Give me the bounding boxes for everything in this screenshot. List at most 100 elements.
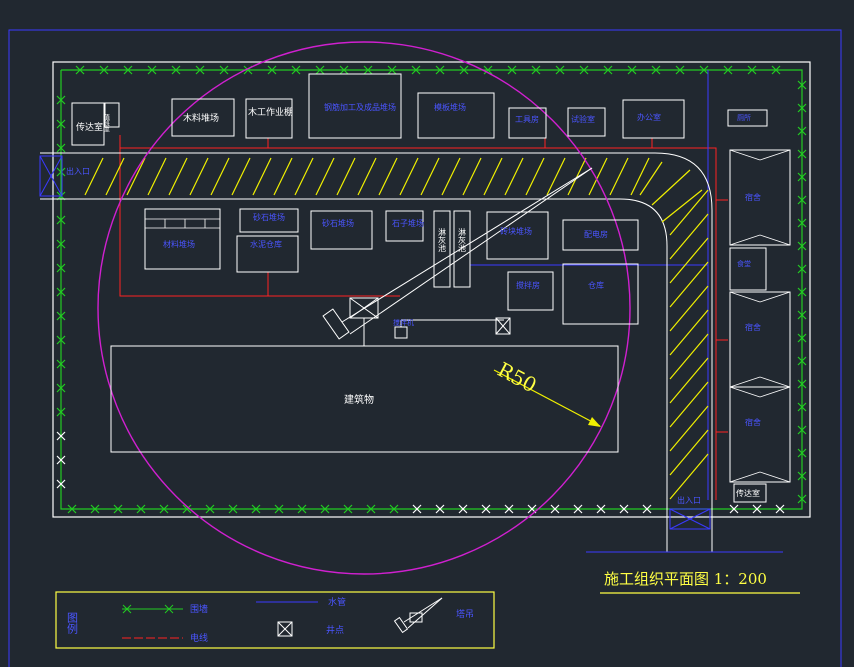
crane-radius-circle xyxy=(97,41,631,575)
hatch-line xyxy=(105,157,125,196)
fence-x-mark xyxy=(747,65,757,75)
legend-crane-label: 塔吊 xyxy=(456,608,474,620)
legend-power-label: 电线 xyxy=(190,632,208,644)
dorm-1 xyxy=(729,149,791,246)
hatch-line xyxy=(630,157,650,196)
gate-bottom-label: 出入口 xyxy=(677,495,701,505)
fence-x-mark xyxy=(596,504,606,514)
fence-x-mark xyxy=(729,504,739,514)
fence-x-mark xyxy=(797,149,807,159)
fence-x-mark xyxy=(411,65,421,75)
fence-x-mark xyxy=(75,65,85,75)
hatch-line xyxy=(462,157,482,196)
fence-x-mark xyxy=(579,65,589,75)
cement-room-label: 水泥仓库 xyxy=(250,239,282,249)
fence-x-mark xyxy=(507,65,517,75)
fence-x-mark xyxy=(56,359,66,369)
fence-x-mark xyxy=(651,65,661,75)
fence-x-mark xyxy=(797,448,807,458)
cement-yard xyxy=(310,210,373,250)
guard-room-bottom xyxy=(733,483,767,503)
tool-room-label: 工具房 xyxy=(515,114,539,124)
fence-x-mark xyxy=(573,504,583,514)
hatch-line xyxy=(315,157,335,196)
legend-well-symbol xyxy=(277,621,293,637)
hatch-line xyxy=(669,237,709,284)
fence-x-mark xyxy=(56,335,66,345)
carpentry-shed xyxy=(245,98,293,139)
fence-x-mark xyxy=(504,504,514,514)
mixer-room xyxy=(507,271,554,311)
fence-x-mark xyxy=(619,504,629,514)
formwork-yard xyxy=(417,92,495,139)
hatch-line xyxy=(525,157,545,196)
dorm-1-label: 宿舍 xyxy=(745,192,761,202)
hatch-line xyxy=(189,157,209,196)
hatch-line xyxy=(669,429,709,476)
fence-x-mark xyxy=(752,504,762,514)
fence-x-mark xyxy=(56,479,66,489)
stone-yard xyxy=(385,210,424,242)
fence-x-mark xyxy=(123,65,133,75)
hatch-line xyxy=(669,261,709,308)
fence-x-mark xyxy=(531,65,541,75)
fence-x-mark xyxy=(797,425,807,435)
tool-room xyxy=(508,107,547,139)
fence-x-mark xyxy=(113,504,123,514)
dorm-lines xyxy=(729,149,791,483)
hatch-line xyxy=(294,157,314,196)
hatch-line xyxy=(609,157,629,196)
hatch-line xyxy=(84,157,104,196)
fence-x-mark xyxy=(182,504,192,514)
fence-x-mark xyxy=(56,119,66,129)
dorm-3-label: 宿舍 xyxy=(745,417,761,427)
site-boundary xyxy=(52,61,811,518)
fence-x-mark xyxy=(56,143,66,153)
material-yard-lines xyxy=(145,218,220,229)
fence-x-mark xyxy=(797,241,807,251)
fence-x-mark xyxy=(603,65,613,75)
cement-room xyxy=(236,235,299,273)
lime-pool-1 xyxy=(433,210,451,288)
sand-yard-label: 砂石堆场 xyxy=(253,212,285,222)
fence-x-mark xyxy=(797,126,807,136)
material-yard-left xyxy=(144,208,221,270)
dorm-3 xyxy=(729,386,791,483)
canteen-label: 食堂 xyxy=(737,259,751,268)
fence-x-mark xyxy=(675,65,685,75)
legend-fence-symbol xyxy=(122,604,183,614)
fence-x-mark xyxy=(136,504,146,514)
hatch-line xyxy=(504,157,524,196)
gate-left-label: 出入口 xyxy=(66,166,90,176)
hatch-line xyxy=(483,157,503,196)
fence-x-mark xyxy=(797,494,807,504)
hatch-line xyxy=(336,157,356,196)
fence-x-mark xyxy=(412,504,422,514)
hatch-line xyxy=(669,333,709,380)
fence-x-mark xyxy=(56,455,66,465)
road-hatch xyxy=(84,157,709,500)
hatch-line xyxy=(669,189,709,236)
radius-arrow: R50 xyxy=(494,357,601,427)
gate-left: 出入口 xyxy=(39,155,90,197)
hatch-line xyxy=(669,285,709,332)
fence-x-mark xyxy=(458,504,468,514)
fence-x-mark xyxy=(195,65,205,75)
fence-x-mark xyxy=(99,65,109,75)
fence-x-mark xyxy=(797,471,807,481)
fence-x-mark xyxy=(459,65,469,75)
fence-x-mark xyxy=(267,65,277,75)
fence-x-mark xyxy=(56,215,66,225)
rebar-shed-label: 钢筋加工及成品堆场 xyxy=(324,102,396,112)
sand-yard xyxy=(239,208,299,233)
guard-room-bottom-label: 传达室 xyxy=(736,488,760,498)
dorm-2-label: 宿舍 xyxy=(745,322,761,332)
fence xyxy=(56,65,807,514)
dorm-2 xyxy=(729,291,791,388)
fence-x-mark xyxy=(723,65,733,75)
fence-x-mark xyxy=(797,80,807,90)
hatch-line xyxy=(669,357,709,404)
fence-x-mark xyxy=(56,263,66,273)
lime-pool-2 xyxy=(453,210,471,288)
